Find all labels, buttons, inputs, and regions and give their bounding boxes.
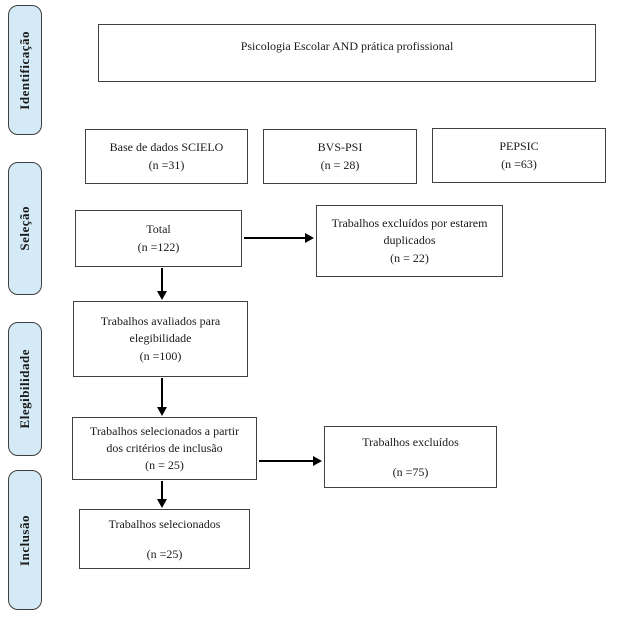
duplicates-excluded-count: (n = 22): [390, 250, 429, 265]
source-box-scielo: Base de dados SCIELO (n =31): [85, 129, 248, 184]
criteria-box: Trabalhos selecionados a partir dos crit…: [72, 417, 257, 480]
stage-label-selecao: Seleção: [8, 162, 42, 295]
arrow-criteria-to-final-shaft: [161, 481, 163, 500]
source-pepsic-count: (n =63): [501, 157, 537, 171]
excluded-box: Trabalhos excluídos (n =75): [324, 426, 497, 488]
query-box: Psicologia Escolar AND prática profissio…: [98, 24, 596, 82]
eligibility-count: (n =100): [139, 348, 182, 363]
total-box: Total (n =122): [75, 210, 242, 267]
stage-label-inclusao-text: Inclusão: [17, 514, 32, 566]
final-selected-count: (n =25): [146, 546, 183, 561]
excluded-label: Trabalhos excluídos: [362, 434, 459, 449]
duplicates-excluded-label: Trabalhos excluídos por estarem duplicad…: [331, 216, 488, 248]
eligibility-label: Trabalhos avaliados para elegibilidade: [100, 314, 221, 346]
arrow-total-to-duplicates-shaft: [244, 237, 305, 239]
source-scielo-label: Base de dados SCIELO: [109, 140, 224, 155]
stage-label-identificacao: Identificação: [8, 5, 42, 135]
arrow-total-to-eligibility-head: [157, 291, 167, 300]
arrow-eligibility-to-criteria-shaft: [161, 378, 163, 408]
stage-label-selecao-text: Seleção: [17, 206, 32, 251]
excluded-count: (n =75): [392, 464, 429, 479]
final-selected-box: Trabalhos selecionados (n =25): [79, 509, 250, 569]
stage-label-identificacao-text: Identificação: [17, 30, 32, 110]
total-count: (n =122): [137, 240, 180, 254]
arrow-eligibility-to-criteria-head: [157, 407, 167, 416]
arrow-criteria-to-excluded-head: [313, 456, 322, 466]
total-label: Total: [146, 222, 171, 237]
source-scielo-count: (n =31): [148, 158, 185, 172]
arrow-total-to-duplicates-head: [305, 233, 314, 243]
criteria-label: Trabalhos selecionados a partir dos crit…: [89, 423, 240, 455]
source-pepsic-label: PEPSIC: [499, 139, 539, 154]
source-box-pepsic: PEPSIC (n =63): [432, 128, 606, 183]
source-bvs-psi-label: BVS-PSI: [317, 140, 363, 155]
stage-label-elegibilidade-text: Elegibilidade: [17, 349, 32, 429]
stage-label-inclusao: Inclusão: [8, 470, 42, 610]
arrow-total-to-eligibility-shaft: [161, 268, 163, 292]
stage-label-elegibilidade: Elegibilidade: [8, 322, 42, 456]
query-label: Psicologia Escolar AND prática profissio…: [240, 39, 454, 53]
arrow-criteria-to-excluded-shaft: [259, 460, 313, 462]
arrow-criteria-to-final-head: [157, 499, 167, 508]
eligibility-box: Trabalhos avaliados para elegibilidade (…: [73, 301, 248, 377]
final-selected-label: Trabalhos selecionados: [108, 516, 221, 531]
source-bvs-psi-count: (n = 28): [320, 158, 360, 172]
duplicates-excluded-box: Trabalhos excluídos por estarem duplicad…: [316, 205, 503, 277]
criteria-count: (n = 25): [145, 458, 184, 473]
source-box-bvs-psi: BVS-PSI (n = 28): [263, 129, 417, 184]
